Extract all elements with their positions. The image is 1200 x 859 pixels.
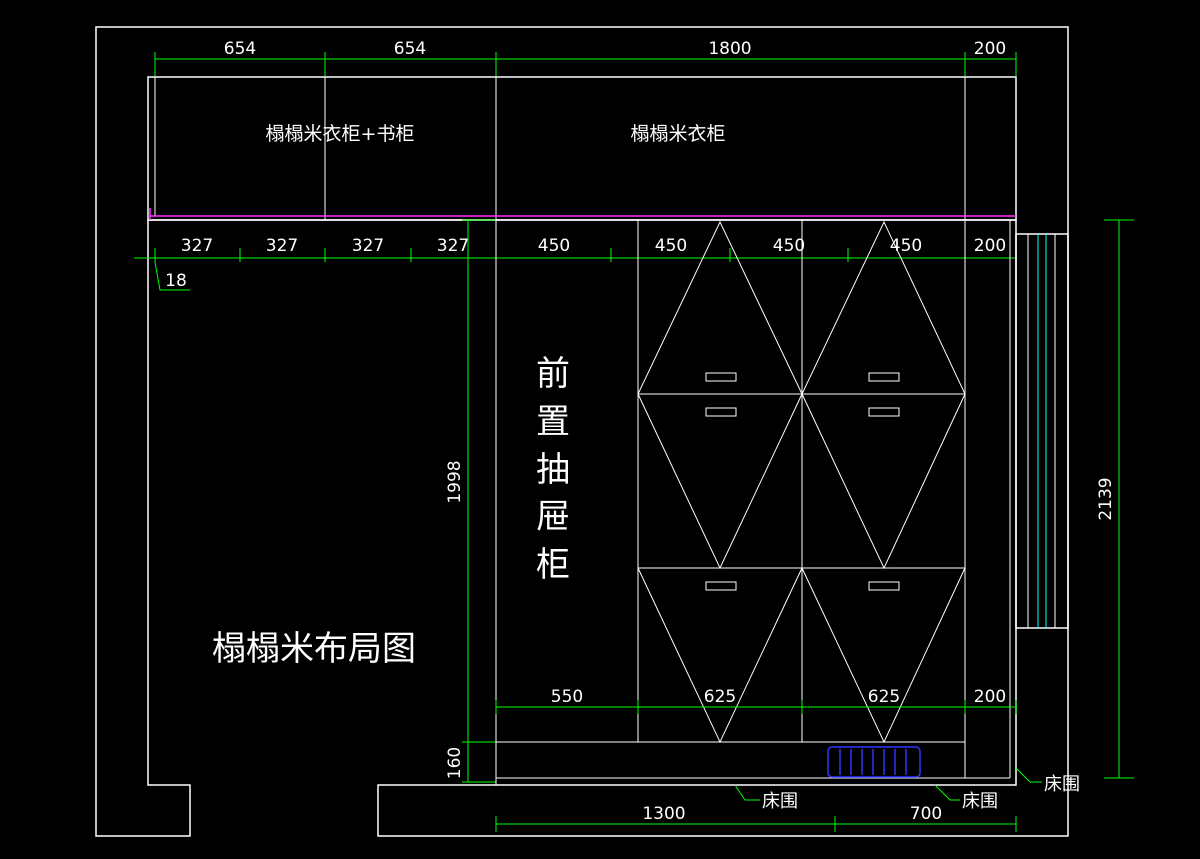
radiator-icon bbox=[827, 746, 921, 778]
drawer-cabinet-structure bbox=[495, 220, 1011, 785]
dim-top-2: 654 bbox=[394, 39, 426, 59]
dim-bottom-1: 1300 bbox=[642, 804, 685, 824]
dim-top-3: 1800 bbox=[708, 39, 751, 59]
dim-bottom-row bbox=[495, 767, 1042, 832]
dim-second-2: 327 bbox=[266, 236, 298, 256]
dim-height-right: 2139 bbox=[1096, 477, 1116, 520]
drawer-label-char-3: 抽 bbox=[536, 450, 570, 490]
dim-panel-thickness: 18 bbox=[165, 271, 187, 291]
dim-second-8: 450 bbox=[890, 236, 922, 256]
dim-second-7: 450 bbox=[773, 236, 805, 256]
dim-second-5: 450 bbox=[538, 236, 570, 256]
drawing-title: 榻榻米布局图 bbox=[212, 629, 416, 669]
dim-lower-1: 550 bbox=[551, 687, 583, 707]
drawer-label-char-1: 前 bbox=[536, 354, 570, 394]
bed-rail-label-2: 床围 bbox=[962, 791, 998, 812]
dim-lower-4: 200 bbox=[974, 687, 1006, 707]
dim-second-4: 327 bbox=[437, 236, 469, 256]
dim-second-3: 327 bbox=[352, 236, 384, 256]
dim-top-1: 654 bbox=[224, 39, 256, 59]
dim-lower-row bbox=[495, 700, 1017, 714]
top-wardrobe-outline bbox=[147, 76, 1017, 221]
drawer-label-char-2: 置 bbox=[536, 402, 570, 442]
label-cabinet-right: 榻榻米衣柜 bbox=[630, 123, 725, 145]
dim-right-vertical bbox=[1104, 219, 1134, 779]
room-outline bbox=[95, 26, 1069, 837]
dim-height-bottom-left: 160 bbox=[445, 747, 465, 779]
drawer-label-char-4: 屉 bbox=[536, 497, 570, 537]
dim-bottom-2: 700 bbox=[910, 804, 942, 824]
bed-rail-label-1: 床围 bbox=[762, 791, 798, 812]
dim-left-vertical bbox=[462, 219, 496, 783]
dim-top-4: 200 bbox=[974, 39, 1006, 59]
bed-rail-label-3: 床围 bbox=[1044, 774, 1080, 795]
dim-second-9: 200 bbox=[974, 236, 1006, 256]
dim-second-6: 450 bbox=[655, 236, 687, 256]
window-right bbox=[1015, 233, 1069, 629]
dim-second-1: 327 bbox=[181, 236, 213, 256]
dim-lower-2: 625 bbox=[704, 687, 736, 707]
drawer-label-char-5: 柜 bbox=[536, 545, 570, 585]
label-cabinet-left: 榻榻米衣柜+书柜 bbox=[266, 123, 415, 145]
dim-lower-3: 625 bbox=[868, 687, 900, 707]
dim-height-left: 1998 bbox=[445, 460, 465, 503]
dim-top-row bbox=[154, 52, 1017, 76]
